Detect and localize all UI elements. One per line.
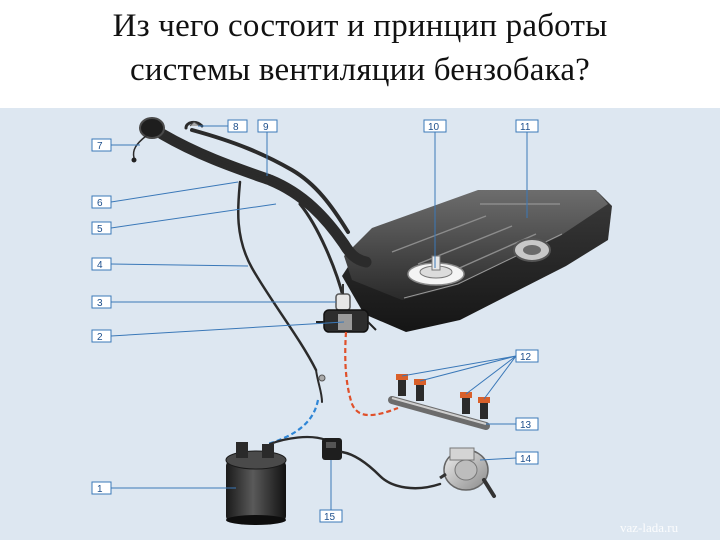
title-line-2: системы вентиляции бензобака? [129, 52, 591, 88]
diagram-canvas: 7 6 5 4 3 2 1 8 9 10 11 12 13 14 15 vaz-… [91, 117, 679, 535]
svg-text:13: 13 [520, 420, 532, 431]
title-line-1: Из чего состоит и принцип работы [112, 8, 608, 44]
svg-text:1: 1 [97, 484, 103, 495]
callout-group-top: 8 9 10 11 [198, 119, 539, 268]
callout-11: 11 [515, 119, 539, 218]
throttle-body [439, 447, 496, 498]
fuel-pump-module [407, 255, 465, 286]
fuel-tank [342, 190, 612, 332]
svg-text:12: 12 [520, 352, 532, 363]
callout-8: 8 [198, 119, 248, 133]
slide-title: Из чего состоит и принцип работы системы… [0, 4, 720, 92]
callout-group-right: 12 13 14 15 [319, 349, 539, 523]
injector [478, 397, 490, 419]
callout-2: 2 [91, 321, 345, 343]
fuel-tank-ventilation-diagram: 7 6 5 4 3 2 1 8 9 10 11 12 13 14 15 vaz-… [0, 108, 720, 540]
svg-text:5: 5 [97, 224, 103, 235]
svg-text:7: 7 [97, 141, 103, 152]
svg-text:15: 15 [324, 512, 336, 523]
callout-12: 12 [401, 349, 539, 400]
callout-7: 7 [91, 138, 140, 152]
callout-5: 5 [91, 203, 277, 235]
vent-hose-upper [184, 120, 350, 234]
svg-text:4: 4 [97, 260, 103, 271]
svg-text:9: 9 [263, 122, 269, 133]
filler-neck [131, 117, 372, 268]
callout-10: 10 [423, 119, 447, 268]
filler-cap [139, 117, 165, 139]
injector [396, 374, 408, 396]
svg-text:14: 14 [520, 454, 532, 465]
injector [460, 392, 472, 414]
callout-9: 9 [257, 119, 278, 176]
svg-text:10: 10 [428, 122, 440, 133]
purge-valve [322, 438, 442, 490]
svg-text:2: 2 [97, 332, 103, 343]
callout-3: 3 [91, 295, 336, 309]
two-way-valve [316, 309, 377, 333]
separator-valve [335, 284, 351, 311]
callout-6: 6 [91, 181, 239, 209]
callout-15: 15 [319, 460, 343, 523]
charcoal-canister [225, 442, 287, 525]
separator-hose [298, 202, 346, 302]
callout-group-left: 7 6 5 4 3 2 1 [91, 138, 345, 495]
svg-text:11: 11 [520, 122, 531, 133]
callout-4: 4 [91, 257, 249, 271]
purge-hose [268, 435, 328, 446]
injector [414, 379, 426, 401]
svg-text:3: 3 [97, 298, 103, 309]
svg-text:6: 6 [97, 198, 103, 209]
callout-13: 13 [486, 417, 539, 431]
svg-text:8: 8 [233, 122, 239, 133]
callout-14: 14 [479, 451, 539, 465]
watermark: vaz-lada.ru [620, 520, 679, 535]
fuel-supply-line [344, 331, 399, 417]
fuel-rail [388, 374, 490, 430]
callout-1: 1 [91, 481, 236, 495]
vent-hose-long [236, 180, 326, 403]
